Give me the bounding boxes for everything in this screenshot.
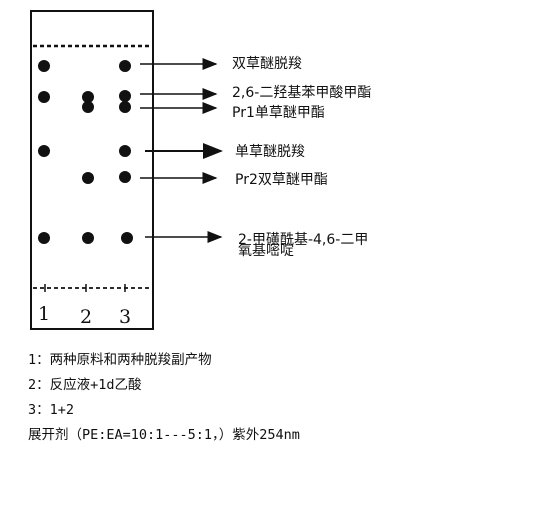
spot-lane2-pyrimidine xyxy=(82,232,94,244)
spot-lane3-hydroxybenzoate xyxy=(119,90,131,102)
lane-label-2: 2 xyxy=(80,306,92,328)
label-pyrimidine-line2: 氧基嘧啶 xyxy=(238,242,294,259)
spot-lane1-pyrimidine xyxy=(38,232,50,244)
spot-lane3-pyrimidine xyxy=(121,232,133,244)
spot-lane2-hydroxybenzoate xyxy=(82,91,94,103)
lane-label-1: 1 xyxy=(38,303,50,325)
label-decarbox-bispyribac: 双草醚脱羧 xyxy=(232,56,302,72)
spot-lane1-decarbox-mono xyxy=(38,145,50,157)
label-pyrimidine-line1: 2-甲磺酰基-4,6-二甲 xyxy=(238,231,368,248)
tlc-plate xyxy=(30,10,154,330)
spot-lane3-pr2 xyxy=(119,171,131,183)
spot-lane3-decarbox-bispyribac xyxy=(119,60,131,72)
spot-lane2-pr1 xyxy=(82,101,94,113)
spot-lane1-hydroxybenzoate xyxy=(38,91,50,103)
note-lane-2: 2：反应液+1d乙酸 xyxy=(28,377,142,393)
lane-label-3: 3 xyxy=(119,306,131,328)
note-lane-1: 1：两种原料和两种脱羧副产物 xyxy=(28,352,212,368)
spot-lane3-pr1 xyxy=(119,101,131,113)
label-pr1: Pr1单草醚甲酯 xyxy=(232,105,325,121)
tlc-plate-diagram: 1 2 3 双草醚脱羧 2,6-二羟基苯甲酸甲酯 Pr1单草醚甲酯 单草醚脱羧 … xyxy=(30,10,371,330)
spot-lane1-decarbox-bispyribac xyxy=(38,60,50,72)
label-pr2: Pr2双草醚甲酯 xyxy=(235,172,328,188)
spot-lane2-pr2 xyxy=(82,172,94,184)
note-eluent: 展开剂（PE:EA=10:1---5:1，）紫外254nm xyxy=(28,427,300,443)
legend-notes: 1：两种原料和两种脱羧副产物 2：反应液+1d乙酸 3：1+2 展开剂（PE:E… xyxy=(28,348,548,448)
note-lane-3: 3：1+2 xyxy=(28,402,75,418)
spot-lane3-decarbox-mono xyxy=(119,145,131,157)
label-decarbox-mono: 单草醚脱羧 xyxy=(235,144,305,160)
label-hydroxybenzoate: 2,6-二羟基苯甲酸甲酯 xyxy=(232,84,371,101)
